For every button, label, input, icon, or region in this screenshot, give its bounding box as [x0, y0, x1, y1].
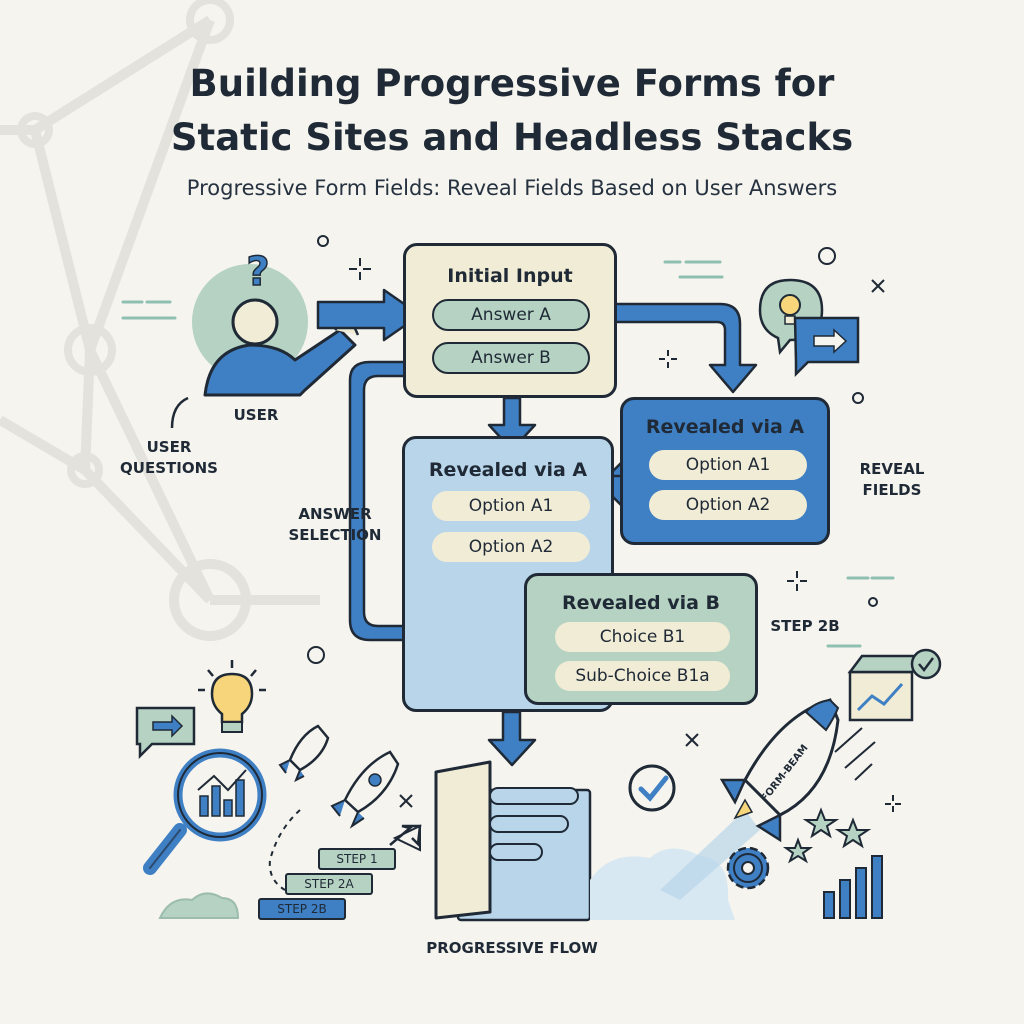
- option-a1-center[interactable]: Option A1: [432, 491, 590, 521]
- user-questions-line1: USER: [146, 438, 192, 456]
- progressive-flow-document: [434, 760, 735, 922]
- checkmark-icon: [628, 764, 676, 812]
- answer-selection-line1: ANSWER: [298, 505, 372, 523]
- answer-selection-label: ANSWER SELECTION: [275, 504, 395, 546]
- rocket-icon: [278, 724, 330, 783]
- page-subtitle: Progressive Form Fields: Reveal Fields B…: [186, 176, 838, 200]
- magnifier-chart-icon: [143, 748, 267, 875]
- star-icon: [782, 807, 872, 864]
- dash-marks: [121, 260, 895, 648]
- choice-b1-option[interactable]: Choice B1: [555, 622, 730, 652]
- cloud-icon: [158, 892, 240, 919]
- package-chart-icon: [847, 648, 942, 722]
- trajectory-dashes: [268, 809, 301, 891]
- sub-choice-b1a-option[interactable]: Sub-Choice B1a: [555, 661, 730, 691]
- user-questions-line2: QUESTIONS: [120, 459, 218, 477]
- dot-icon: [852, 392, 864, 404]
- arrow-chat-icon: [135, 706, 196, 760]
- option-a2-right[interactable]: Option A2: [649, 490, 807, 520]
- answer-selection-line2: SELECTION: [288, 526, 382, 544]
- page-title-line2: Static Sites and Headless Stacks: [170, 116, 854, 159]
- svg-text:?: ?: [246, 249, 269, 295]
- user-questions-label: USER QUESTIONS: [110, 437, 228, 479]
- user-icon: [192, 264, 360, 397]
- reveal-fields-line1: REVEAL: [859, 460, 925, 478]
- reveal-fields-label: REVEAL FIELDS: [840, 459, 944, 501]
- step-1-block: STEP 1: [318, 848, 396, 870]
- progressive-flow-label: PROGRESSIVE FLOW: [426, 939, 598, 957]
- rocket-icon: [660, 698, 876, 900]
- revealed-via-a-right-title: Revealed via A: [645, 416, 805, 438]
- step-2a-block: STEP 2A: [285, 873, 373, 895]
- answer-a-option[interactable]: Answer A: [432, 299, 590, 331]
- revealed-via-a-center-title: Revealed via A: [428, 459, 588, 481]
- step-2b-side-label: STEP 2B: [770, 617, 840, 635]
- reveal-fields-line2: FIELDS: [862, 481, 922, 499]
- question-mark-icon: ?: [246, 248, 271, 296]
- user-label: USER: [233, 406, 279, 424]
- dot-icon: [868, 597, 878, 607]
- bar-chart-icon: [823, 855, 883, 919]
- connector-curve: [170, 396, 189, 429]
- option-a1-right[interactable]: Option A1: [649, 450, 807, 480]
- step-2b-block: STEP 2B: [258, 898, 346, 920]
- gear-icon: [726, 846, 770, 890]
- answer-b-option[interactable]: Answer B: [432, 342, 590, 374]
- option-a2-center[interactable]: Option A2: [432, 532, 590, 562]
- page-title-line1: Building Progressive Forms for: [189, 62, 835, 105]
- dot-icon: [317, 235, 329, 247]
- initial-input-title: Initial Input: [447, 265, 573, 287]
- revealed-via-b-title: Revealed via B: [561, 592, 721, 614]
- decorative-marks: [307, 235, 901, 812]
- step-arrow: [389, 824, 422, 847]
- dot-icon: [307, 646, 325, 664]
- lightbulb-icon: [198, 660, 266, 733]
- background-network: [0, 0, 320, 641]
- dot-icon: [818, 247, 836, 265]
- rocket-icon: [330, 750, 400, 829]
- step-arrow: [392, 824, 421, 852]
- arrow-chat-icon: [793, 316, 860, 378]
